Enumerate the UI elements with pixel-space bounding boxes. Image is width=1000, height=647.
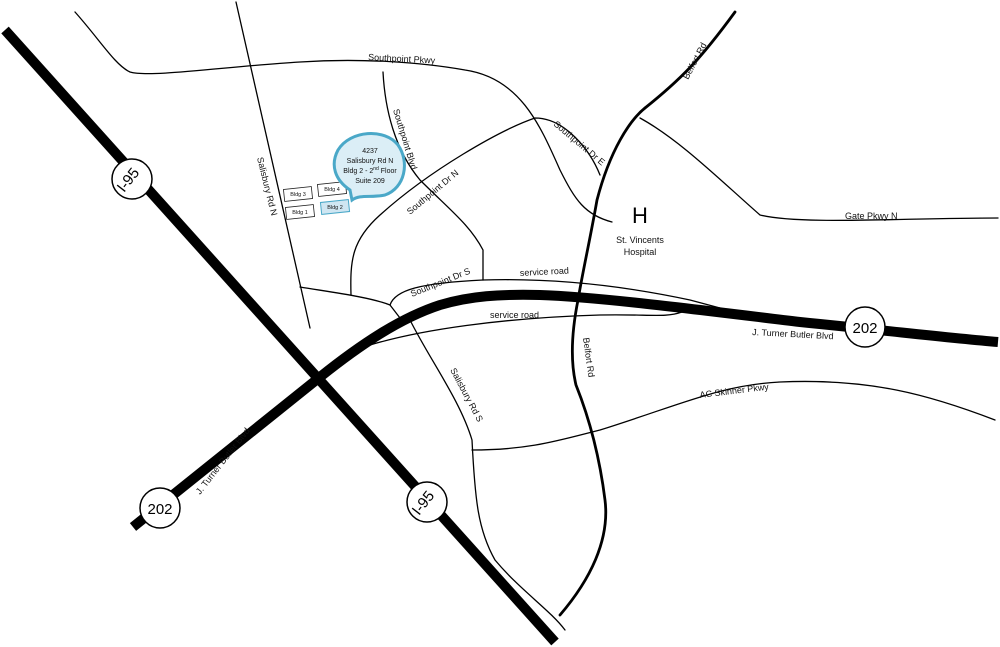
building-bldg4: Bldg 4	[317, 181, 347, 197]
us202-shield-west: 202	[139, 487, 181, 529]
road-salisbury-rd-n	[235, 1, 311, 329]
building-bldg1: Bldg 1	[285, 204, 315, 220]
label-southpoint-dr-e: Southpoint Dr E	[552, 119, 607, 168]
highway-jtb-202	[129, 289, 999, 531]
building-bldg4-label: Bldg 4	[324, 187, 340, 193]
us202-shield-west-label: 202	[147, 501, 172, 518]
road-ac-skinner-pkwy	[471, 380, 996, 451]
hospital-h-symbol: H	[632, 203, 648, 228]
road-salisbury-rd-s	[409, 319, 566, 631]
road-southpoint-blvd	[382, 71, 484, 281]
label-service-road-lower: service road	[490, 310, 539, 320]
building-bldg3-label: Bldg 3	[290, 192, 306, 198]
callout-line1: 4237	[362, 148, 378, 155]
road-southpoint-dr-n	[350, 117, 601, 296]
road-southpoint-dr-s	[389, 279, 484, 306]
label-gate-pkwy-n: Gate Pkwy N	[845, 211, 898, 221]
us202-shield-east: 202	[844, 306, 886, 348]
road-service-road-lower	[369, 311, 683, 346]
label-southpoint-dr-s: Southpoint Dr S	[409, 266, 472, 299]
road-belfort-rd	[558, 106, 647, 617]
i95-shield-north: I-95	[111, 158, 153, 200]
label-ac-skinner-pkwy: AC Skinner Pkwy	[699, 382, 770, 400]
label-southpoint-dr-n: Southpoint Dr N	[405, 168, 460, 217]
building-bldg2: Bldg 2	[319, 199, 351, 215]
building-bldg1-label: Bldg 1	[292, 210, 308, 216]
callout-line2: Salisbury Rd N	[347, 158, 394, 165]
road-cross-jtb-area	[299, 286, 401, 319]
callout-line3: Bldg 2 - 2nd Floor	[343, 166, 397, 175]
road-belfort-rd-north	[643, 10, 737, 110]
label-salisbury-rd-s: Salisbury Rd S	[448, 366, 485, 423]
i95-shield-south: I-95	[406, 481, 448, 523]
hospital-name-line1: St. Vincents	[616, 235, 664, 245]
building-bldg2-label: Bldg 2	[327, 205, 343, 211]
hospital-name-line2: Hospital	[624, 247, 657, 257]
hospital-marker: H St. Vincents Hospital	[616, 203, 664, 257]
callout-line4: Suite 209	[355, 178, 385, 185]
label-service-road-upper: service road	[520, 265, 569, 278]
label-salisbury-rd-n: Salisbury Rd N	[255, 156, 279, 217]
road-outer-loop	[74, 11, 613, 223]
label-southpoint-pkwy: Southpoint Pkwy	[368, 52, 436, 66]
road-gate-pkwy-n	[639, 117, 999, 222]
label-jtb-west: J. Turner Butler Blvd	[194, 426, 252, 496]
label-jtb-east: J. Turner Butler Blvd	[752, 327, 834, 341]
building-bldg3: Bldg 3	[283, 186, 313, 202]
label-belfort-rd-north: Belfort Rd	[681, 41, 709, 81]
address-callout: 4237 Salisbury Rd N Bldg 2 - 2nd Floor S…	[332, 132, 406, 203]
road-service-road-upper	[482, 279, 721, 309]
label-belfort-rd-south: Belfort Rd	[581, 337, 596, 378]
highway-i95	[1, 26, 559, 646]
us202-shield-east-label: 202	[852, 320, 877, 337]
